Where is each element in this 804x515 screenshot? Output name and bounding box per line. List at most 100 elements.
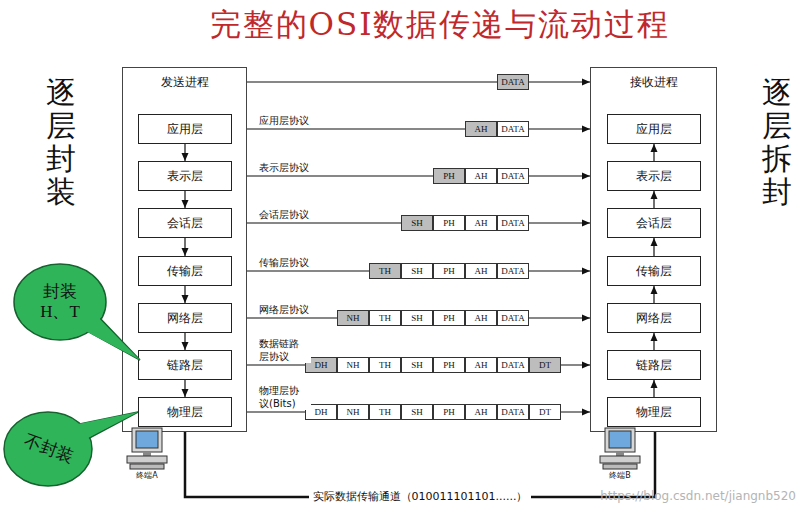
header-cell: PH <box>433 168 465 184</box>
packet-field: DATA <box>501 124 524 134</box>
header-cell: SH <box>401 215 433 231</box>
layer-arrow <box>184 144 185 161</box>
packet-field: DATA <box>501 313 524 323</box>
edge-label: 传输层协议 <box>259 257 309 270</box>
terminal-computer: 终端A <box>122 426 172 486</box>
box-label: 链路层 <box>167 357 203 374</box>
box-label: 链路层 <box>636 357 672 374</box>
packet-field: DH <box>315 407 328 417</box>
layer-box: 表示层 <box>607 161 701 191</box>
header-cell: SH <box>401 404 433 420</box>
layer-box: 应用层 <box>138 114 232 144</box>
trailer-cell: DT <box>529 357 561 373</box>
computer-icon <box>124 426 170 470</box>
packet-field: DATA <box>501 171 524 181</box>
header-cell: TH <box>369 263 401 279</box>
layer-arrow <box>184 333 185 350</box>
data-cell: DATA <box>497 310 529 326</box>
packet-field: SH <box>411 360 423 370</box>
packet-field: DH <box>315 360 328 370</box>
callout-bubble: 封装 H、T <box>12 262 108 342</box>
box-label: 表示层 <box>636 168 672 185</box>
edge-label: 表示层协议 <box>259 162 309 175</box>
layer-arrow <box>653 380 654 397</box>
edge-label: 实际数据传输通道（010011101101......） <box>309 490 532 504</box>
layer-box: 会话层 <box>607 208 701 238</box>
box-label: 发送进程 <box>123 68 246 91</box>
layer-arrow <box>653 333 654 350</box>
layer-box: 网络层 <box>138 303 232 333</box>
packet-field: PH <box>443 171 455 181</box>
header-cell: PH <box>433 263 465 279</box>
layer-arrow <box>184 238 185 256</box>
box-label: 物理层 <box>636 404 672 421</box>
process-box: 发送进程应用层表示层会话层传输层网络层链路层物理层 <box>122 67 247 432</box>
header-cell: NH <box>337 404 369 420</box>
side-heading: 逐层拆封 <box>762 76 792 208</box>
packet-field: DATA <box>501 360 524 370</box>
packet-field: AH <box>475 313 488 323</box>
packet-field: AH <box>475 360 488 370</box>
packet-field: NH <box>347 407 360 417</box>
header-cell: PH <box>433 215 465 231</box>
packet-field: SH <box>411 313 423 323</box>
packet-field: DATA <box>501 266 524 276</box>
data-cell: DATA <box>497 74 529 90</box>
data-cell: DATA <box>497 404 529 420</box>
header-cell: TH <box>369 404 401 420</box>
packet-field: DATA <box>501 77 524 87</box>
layer-arrow <box>653 144 654 161</box>
layer-arrow <box>653 238 654 256</box>
callout-bubble: 不封装 <box>2 410 94 488</box>
packet-field: PH <box>443 360 455 370</box>
packet-field: DT <box>539 407 551 417</box>
layer-box: 会话层 <box>138 208 232 238</box>
packet-field: NH <box>347 313 360 323</box>
watermark: https://blog.csdn.net/jiangnb520 <box>600 489 796 503</box>
header-cell: TH <box>369 357 401 373</box>
packet-field: TH <box>379 360 391 370</box>
layer-box: 链路层 <box>607 350 701 380</box>
edge-label: 物理层协 议(Bits) <box>259 385 311 410</box>
packet-field: SH <box>411 218 423 228</box>
layer-box: 传输层 <box>138 256 232 286</box>
packet-field: DATA <box>501 218 524 228</box>
protocol-arrow <box>247 81 590 82</box>
diagram-title: 完整的OSI数据传递与流动过程 <box>120 4 760 46</box>
packet-field: AH <box>475 266 488 276</box>
packet-field: PH <box>443 407 455 417</box>
box-label: 接收进程 <box>591 68 716 91</box>
packet-field: SH <box>411 266 423 276</box>
header-cell: PH <box>433 404 465 420</box>
side-heading: 逐层封装 <box>46 76 76 208</box>
packet-field: PH <box>443 313 455 323</box>
packet-field: AH <box>475 171 488 181</box>
data-cell: DATA <box>497 121 529 137</box>
box-label: 会话层 <box>167 215 203 232</box>
layer-arrow <box>184 286 185 303</box>
layer-box: 物理层 <box>607 397 701 427</box>
box-label: 物理层 <box>167 404 203 421</box>
trailer-cell: DT <box>529 404 561 420</box>
header-cell: SH <box>401 357 433 373</box>
box-label: 会话层 <box>636 215 672 232</box>
packet-field: PH <box>443 218 455 228</box>
layer-box: 链路层 <box>138 350 232 380</box>
protocol-arrow <box>247 128 590 129</box>
packet-field: TH <box>379 407 391 417</box>
data-cell: DATA <box>497 215 529 231</box>
layer-box: 传输层 <box>607 256 701 286</box>
protocol-arrow <box>247 175 590 176</box>
layer-box: 网络层 <box>607 303 701 333</box>
edge-label: 网络层协议 <box>259 304 309 317</box>
box-label: 应用层 <box>167 121 203 138</box>
computer-icon <box>597 426 643 470</box>
data-cell: DATA <box>497 168 529 184</box>
header-cell: NH <box>337 357 369 373</box>
callout-text: 封装 H、T <box>38 282 82 321</box>
layer-arrow <box>653 191 654 208</box>
header-cell: AH <box>465 310 497 326</box>
box-label: 传输层 <box>636 263 672 280</box>
terminal-label: 终端B <box>609 470 631 481</box>
header-cell: PH <box>433 357 465 373</box>
